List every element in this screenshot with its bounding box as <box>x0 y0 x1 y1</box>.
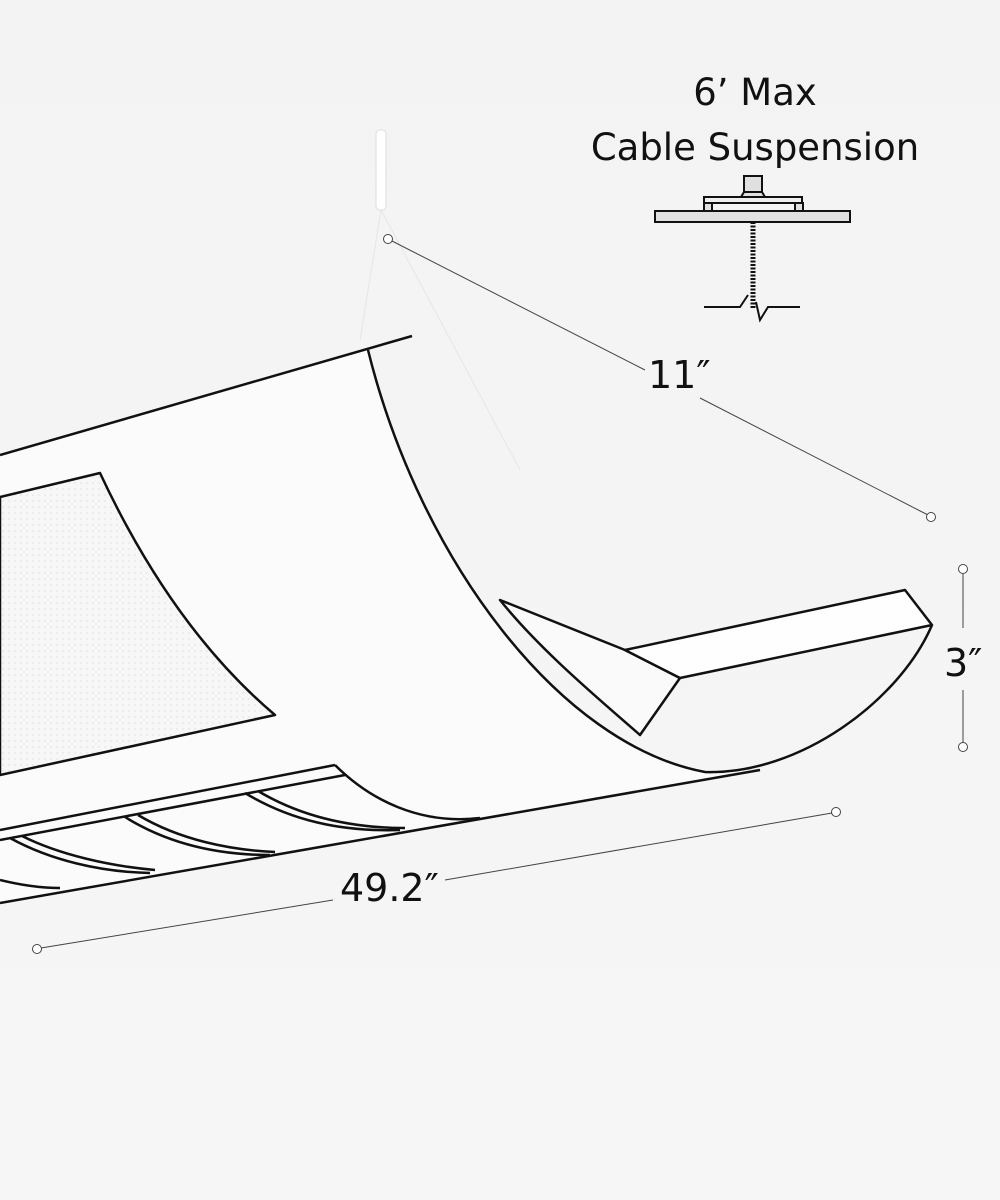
pendant-canopy <box>359 129 521 471</box>
callout-line-2: Cable Suspension <box>590 126 920 169</box>
width-dimension-label: 11″ <box>648 353 711 397</box>
height-dimension-label: 3″ <box>944 641 983 685</box>
length-dimension-label: 49.2″ <box>340 866 439 910</box>
cable-mount-icon <box>654 175 851 323</box>
perforated-panel <box>0 471 277 777</box>
dimension-lines <box>32 234 968 954</box>
end-cap-top <box>623 588 934 680</box>
fixture-body <box>0 334 934 905</box>
louver-rail <box>0 763 481 890</box>
cable-suspension-callout: 6’ Max Cable Suspension <box>560 65 950 175</box>
callout-line-1: 6’ Max <box>693 71 817 114</box>
end-cap-inner <box>498 598 682 737</box>
